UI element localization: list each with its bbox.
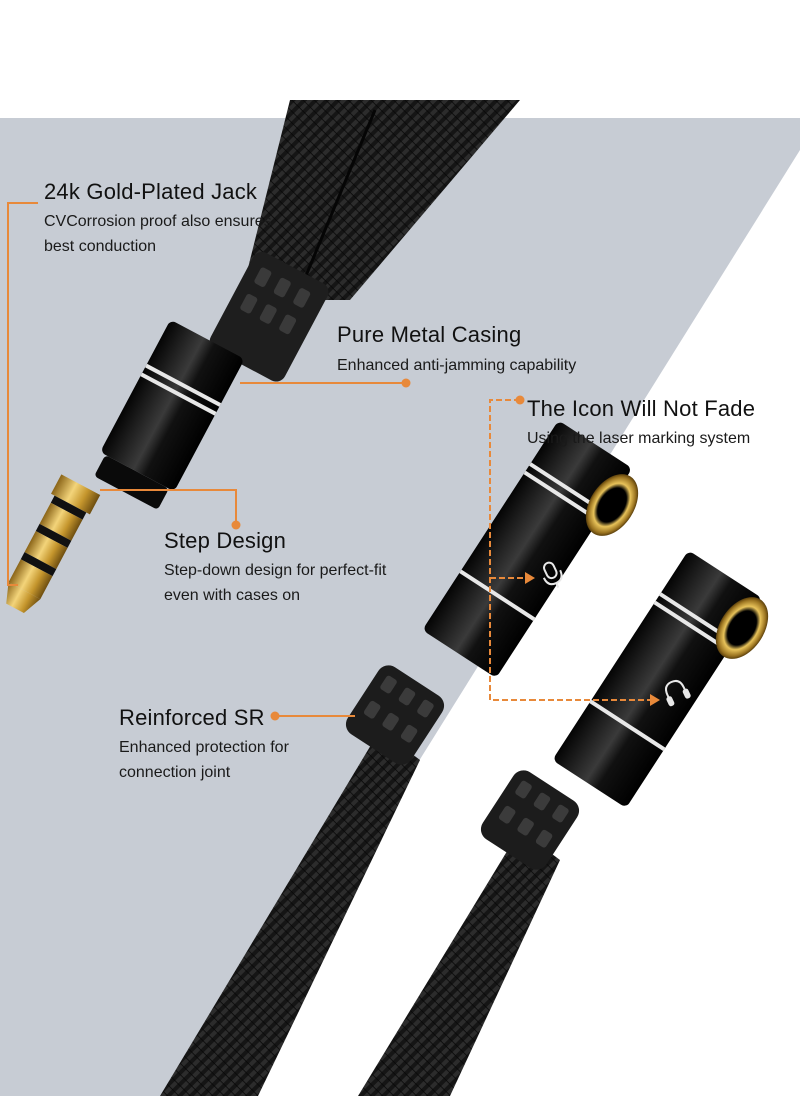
microphone-icon <box>542 561 563 589</box>
callout-dots <box>231 378 660 721</box>
mic-connector <box>160 422 639 1096</box>
callout-lines <box>7 202 530 717</box>
male-jack-cable <box>6 100 520 613</box>
icon-fade-desc: Using the laser marking system <box>527 430 751 447</box>
gold-jack-desc-1: CVCorrosion proof also ensures <box>44 213 272 230</box>
step-design-desc-2: even with cases on <box>164 587 301 604</box>
gold-jack-title: 24k Gold-Plated Jack <box>44 179 258 204</box>
reinforced-desc-1: Enhanced protection for <box>119 739 289 756</box>
icon-fade-title: The Icon Will Not Fade <box>527 396 756 421</box>
headphone-icon <box>664 679 691 707</box>
reinforced-desc-2: connection joint <box>119 764 231 781</box>
gold-jack-desc-2: best conduction <box>44 238 157 255</box>
metal-casing-desc: Enhanced anti-jamming capability <box>337 357 577 374</box>
step-design-desc-1: Step-down design for perfect-fit <box>164 562 387 579</box>
step-design-title: Step Design <box>164 528 287 553</box>
headphone-connector <box>358 552 769 1096</box>
metal-casing-title: Pure Metal Casing <box>337 322 522 347</box>
reinforced-title: Reinforced SR <box>119 705 265 730</box>
